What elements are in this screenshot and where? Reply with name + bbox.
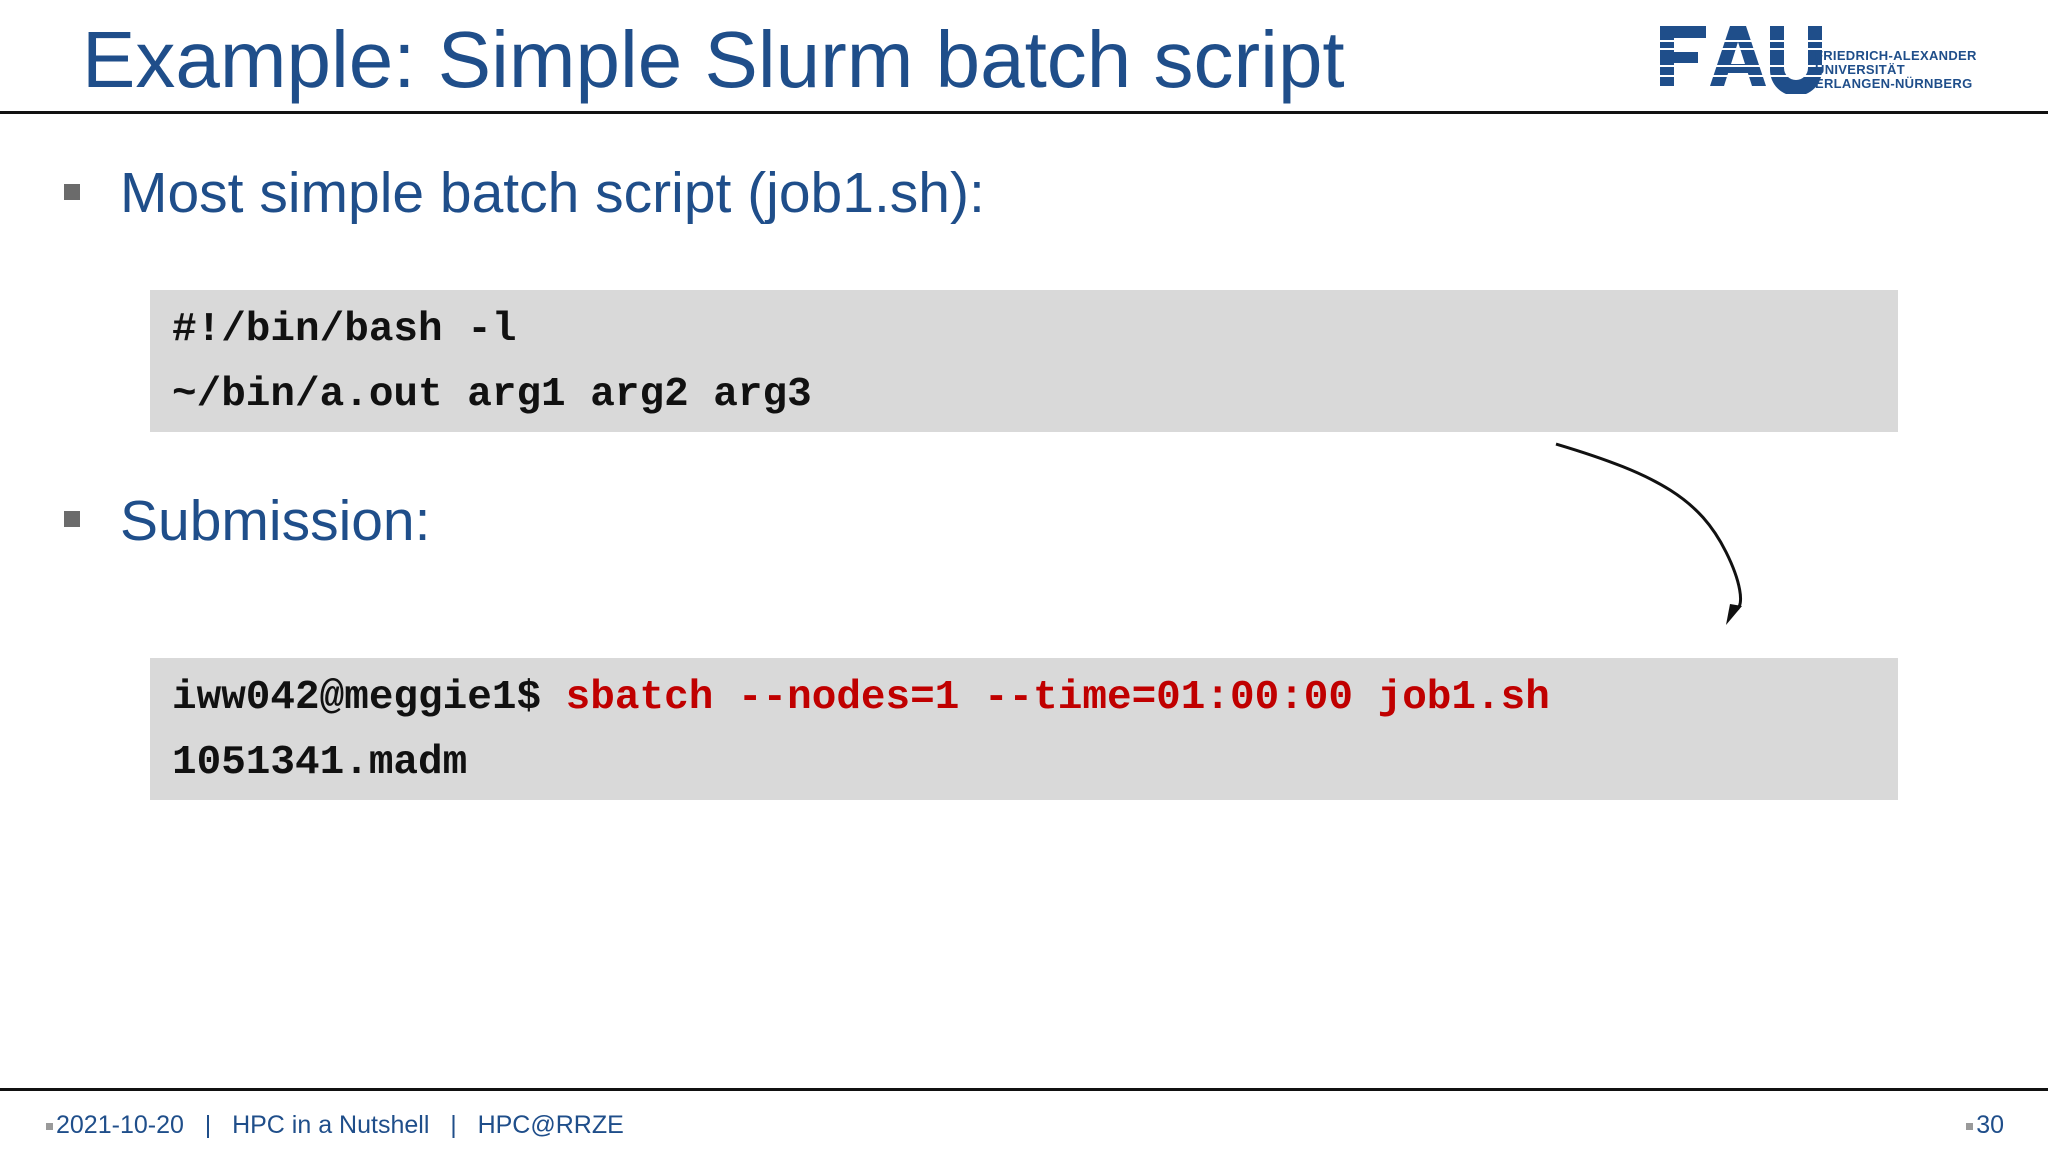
submission-code-box: iww042@meggie1$ sbatch --nodes=1 --time=… <box>150 658 1898 800</box>
bullet-square-icon <box>64 511 80 527</box>
footer-course: HPC in a Nutshell <box>232 1111 430 1139</box>
submission-command-line: iww042@meggie1$ sbatch --nodes=1 --time=… <box>172 674 1550 722</box>
bullet-square-icon <box>64 184 80 200</box>
logo-subtitle: FRIEDRICH-ALEXANDER UNIVERSITÄT ERLANGEN… <box>1815 48 1977 91</box>
bullet-text-submission: Submission: <box>120 489 431 553</box>
page-number: 30 <box>1966 1108 2004 1142</box>
script-line-exec: ~/bin/a.out arg1 arg2 arg3 <box>172 372 812 418</box>
footer-separator: | <box>204 1111 212 1139</box>
footer-date: 2021-10-20 <box>56 1111 184 1139</box>
footer-org: HPC@RRZE <box>477 1111 624 1139</box>
footer-square-icon <box>46 1122 53 1130</box>
footer-rule <box>0 1088 2048 1091</box>
fau-logo <box>1658 26 1828 94</box>
footer: 2021-10-20 | HPC in a Nutshell | HPC@RRZ… <box>46 1108 624 1142</box>
job-id-output: 1051341.madm <box>172 740 468 786</box>
page-square-icon <box>1966 1122 1974 1130</box>
curved-arrow-icon <box>1555 442 1743 625</box>
bullet-text-script: Most simple batch script (job1.sh): <box>120 161 985 225</box>
slide-title: Example: Simple Slurm batch script <box>82 15 1345 104</box>
script-code-box: #!/bin/bash -l ~/bin/a.out arg1 arg2 arg… <box>150 290 1898 432</box>
footer-separator: | <box>450 1111 457 1139</box>
sbatch-command: sbatch --nodes=1 --time=01:00:00 job1.sh <box>565 675 1550 721</box>
shell-prompt: iww042@meggie1$ <box>172 675 566 721</box>
script-line-shebang: #!/bin/bash -l <box>172 307 517 353</box>
header-rule <box>0 111 2048 114</box>
